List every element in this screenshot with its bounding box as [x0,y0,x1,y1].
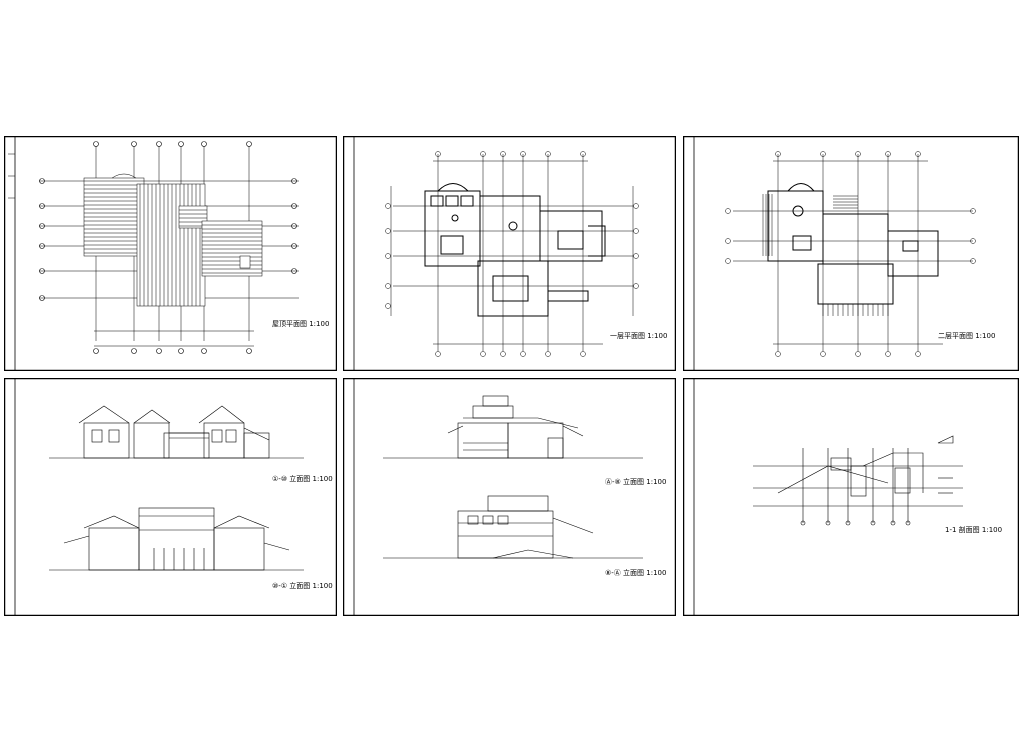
sheet-first-floor-plan: 一层平面图 1:100 [343,136,676,371]
sheet-second-floor-plan: 二层平面图 1:100 [683,136,1019,371]
first-floor-plan-drawing [343,136,676,371]
elevations-b-drawing [343,378,676,616]
sheet-elevations-a: ①-⑩ 立面图 1:100 ⑩-① 立面图 1:100 [4,378,337,616]
sheet-section: 1-1 剖面图 1:100 [683,378,1019,616]
sheet-caption: 屋顶平面图 1:100 [272,320,330,328]
sheet-caption: 1-1 剖面图 1:100 [945,526,1003,534]
second-floor-plan-drawing [683,136,1019,371]
section-drawing [683,378,1019,616]
elevations-a-drawing [4,378,337,616]
sheet-roof-plan: 屋顶平面图 1:100 [4,136,337,371]
sheet-caption: 一层平面图 1:100 [610,332,668,340]
sheet-caption: ⑩-① 立面图 1:100 [272,582,333,590]
sheet-caption-top: Ⓐ-⑧ 立面图 1:100 [605,478,667,486]
sheet-elevations-b: Ⓐ-⑧ 立面图 1:100 ⑧-Ⓐ 立面图 1:100 [343,378,676,616]
sheet-caption: ⑧-Ⓐ 立面图 1:100 [605,569,667,577]
sheet-caption-top: ①-⑩ 立面图 1:100 [272,475,333,483]
sheet-caption: 二层平面图 1:100 [938,332,996,340]
roof-plan-drawing [4,136,337,371]
